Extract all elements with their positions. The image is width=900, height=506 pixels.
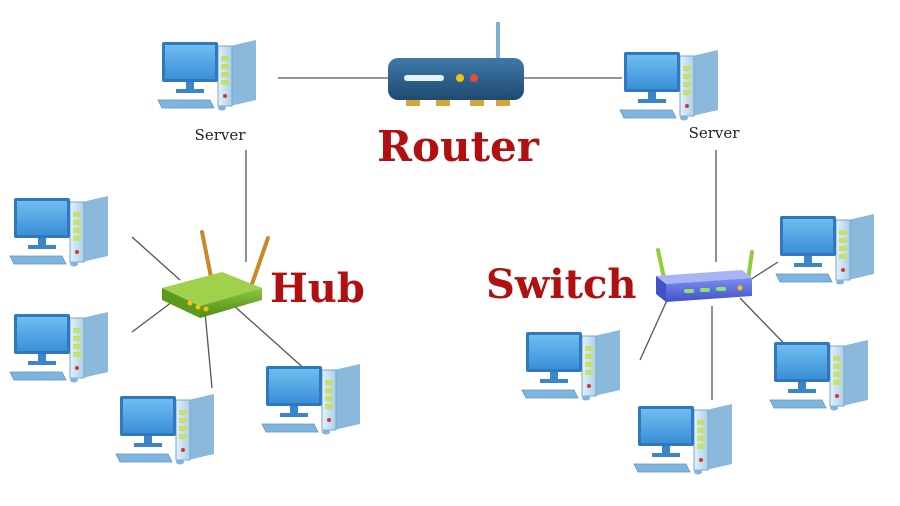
link-hub-pc1	[131, 236, 181, 281]
switch-client-4-computer-icon	[769, 339, 869, 411]
router-icon	[388, 22, 524, 106]
switch-client-3-computer-icon	[633, 403, 733, 475]
switch-client-1-computer-icon	[775, 213, 875, 285]
hub-label: Hub	[270, 265, 365, 312]
link-switch-pc1	[749, 261, 779, 281]
server-right-computer-icon	[619, 49, 719, 121]
link-switch-pc2	[639, 297, 669, 361]
router-label: Router	[377, 122, 540, 171]
switch-label: Switch	[486, 261, 636, 308]
server-left-computer-icon	[157, 39, 257, 111]
server-right-label: Server	[689, 124, 741, 142]
hub-icon	[162, 230, 270, 318]
link-hub-pc3	[204, 311, 213, 389]
hub-client-1-computer-icon	[9, 195, 109, 267]
switch-client-2-computer-icon	[521, 329, 621, 401]
server-left-label: Server	[195, 126, 247, 144]
link-hub-pc4	[231, 303, 309, 373]
hub-client-2-computer-icon	[9, 311, 109, 383]
hub-client-3-computer-icon	[115, 393, 215, 465]
hub-client-4-computer-icon	[261, 363, 361, 435]
link-hub-pc2	[131, 301, 173, 333]
switch-icon	[656, 248, 754, 302]
